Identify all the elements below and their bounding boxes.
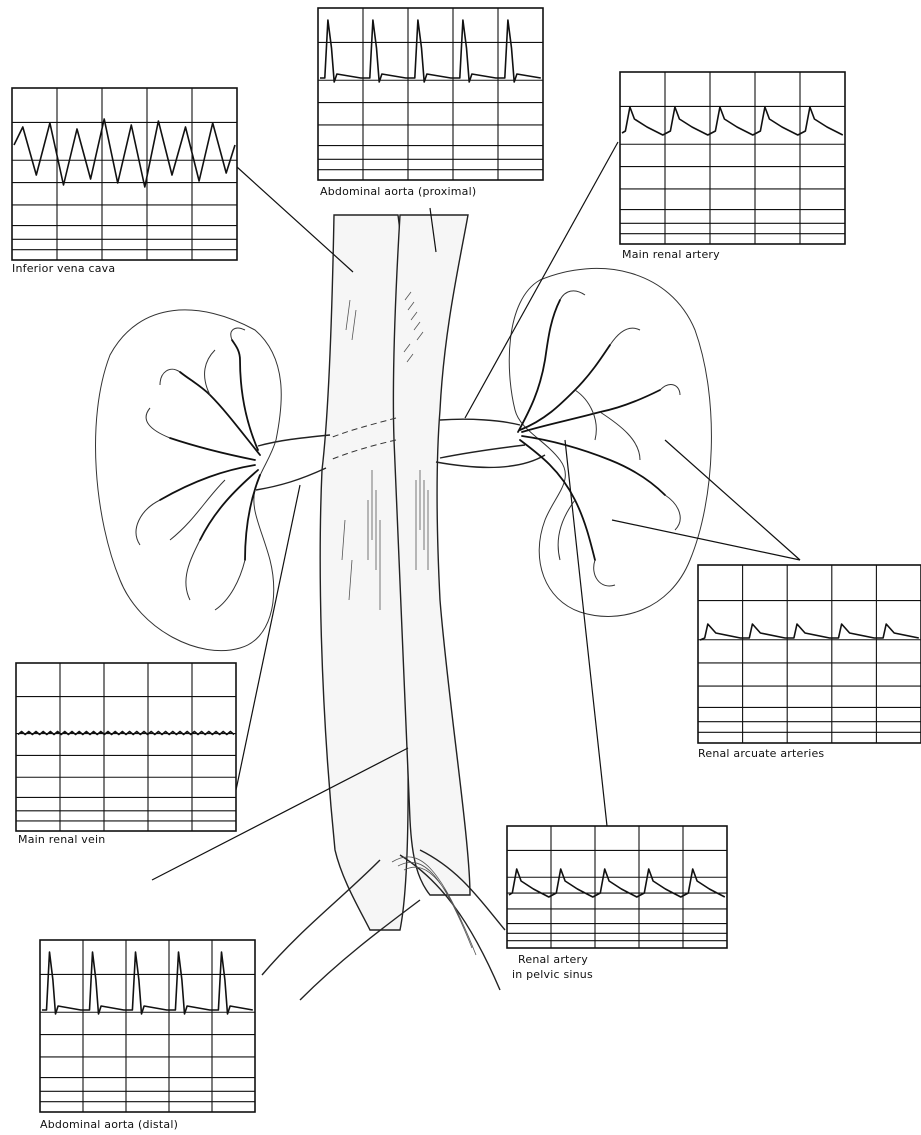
leader-arcuate-b (612, 520, 800, 560)
main-renal-artery-vessel-lower (440, 445, 525, 458)
main-renal-artery-spectral-panel (620, 72, 845, 244)
main-renal-vein-spectral-panel (16, 663, 236, 831)
label-main-renal-artery: Main renal artery (622, 248, 720, 261)
main-renal-artery-vessel (440, 419, 520, 425)
label-renal-artery-pelvic-line1: Renal artery (518, 953, 588, 966)
left-kidney-outline (96, 310, 282, 651)
arcuate-arteries-spectral-panel-frame (698, 565, 921, 743)
pelvic-sinus-spectral-panel (507, 826, 727, 948)
aorta-distal-spectral-panel (40, 940, 255, 1112)
left-iliac-vessel (262, 860, 380, 975)
label-abdominal-aorta-distal: Abdominal aorta (distal) (40, 1118, 178, 1131)
label-main-renal-vein: Main renal vein (18, 833, 105, 846)
renal-vein-to-right-kidney (436, 455, 545, 467)
ivc-spectral-panel-frame (12, 88, 237, 260)
aorta-proximal-spectral-panel (318, 8, 543, 180)
arcuate-arteries-spectral-panel (698, 565, 921, 743)
left-kidney-vessels (136, 328, 260, 610)
left-renal-vein-vessel (258, 435, 330, 446)
leader-renal-vein (236, 485, 300, 790)
label-renal-artery-pelvic-line2: in pelvic sinus (512, 968, 593, 981)
label-renal-arcuate-arteries: Renal arcuate arteries (698, 747, 824, 760)
spectral-panels (12, 8, 921, 1112)
right-kidney-vessels (518, 291, 680, 586)
main-renal-vein-spectral-panel-frame (16, 663, 236, 831)
label-inferior-vena-cava: Inferior vena cava (12, 262, 115, 275)
leader-arcuate-a (665, 440, 800, 560)
ivc-spectral-panel (12, 88, 237, 260)
leader-pelvic-sinus (565, 440, 607, 826)
label-abdominal-aorta-proximal: Abdominal aorta (proximal) (320, 185, 476, 198)
left-renal-vein-vessel-lower (256, 468, 326, 490)
main-renal-artery-spectral-panel-frame (620, 72, 845, 244)
right-kidney-outline (509, 268, 711, 616)
